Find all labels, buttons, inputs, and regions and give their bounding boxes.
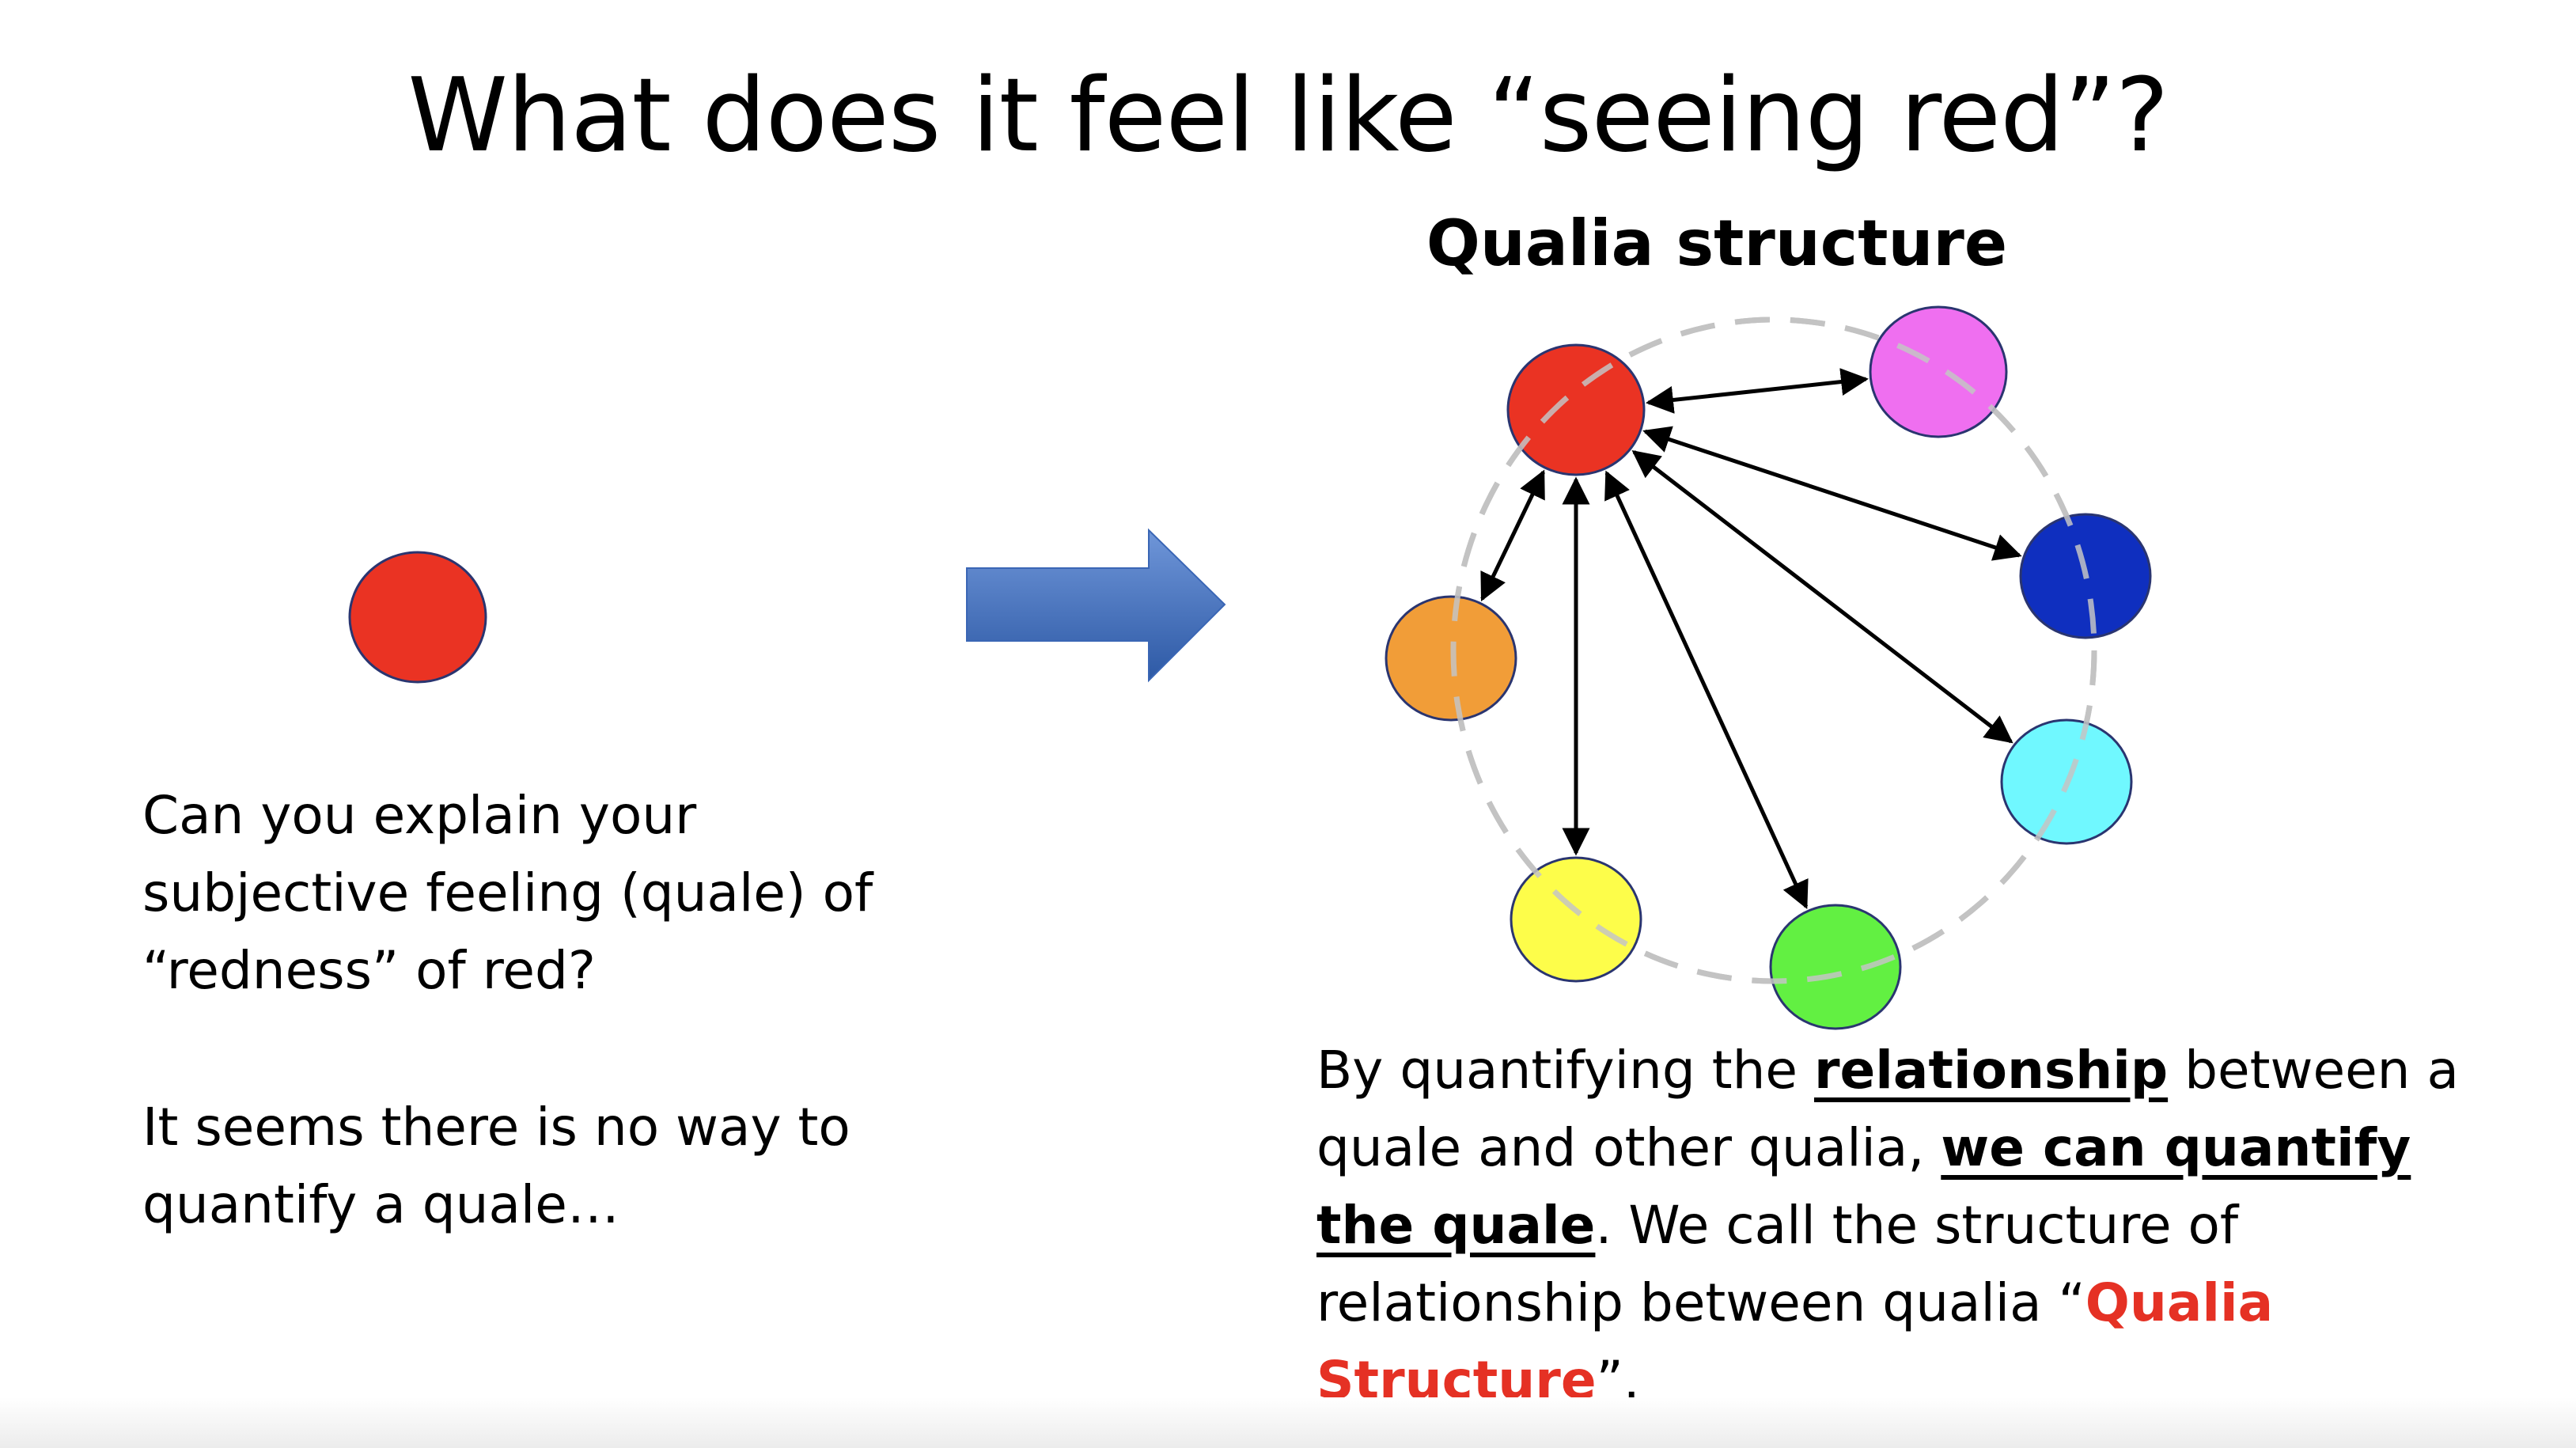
bottom-bar <box>0 1397 2576 1448</box>
yellow-quale <box>1510 856 1642 983</box>
diagram-title: Qualia structure <box>1426 207 2008 280</box>
relation-arrow-orange <box>1480 469 1545 602</box>
explanation-part2: between a quale and other qualia, <box>1316 1040 2459 1178</box>
magenta-quale <box>1869 305 2008 438</box>
relation-arrow-green <box>1604 470 1809 910</box>
relation-arrow-magenta <box>1646 368 1869 414</box>
green-quale <box>1769 904 1902 1030</box>
left-question: Can you explain your subjective feeling … <box>142 785 873 1001</box>
left-note: It seems there is no way to quantify a q… <box>142 1097 850 1235</box>
relation-arrow-blue <box>1642 426 2022 561</box>
quantify-emphasis: we can quantify the quale <box>1316 1117 2411 1256</box>
explanation-text: By quantifying the relationship between … <box>1316 1032 2487 1420</box>
relationship-emphasis: relationship <box>1814 1040 2169 1101</box>
relation-arrow-cyan <box>1631 450 2013 744</box>
qualia-nodes <box>1385 305 2152 1030</box>
slide-title: What does it feel like “seeing red”? <box>407 57 2169 175</box>
explanation-part1: By quantifying the <box>1316 1040 1814 1101</box>
relationship-arrows <box>1480 368 2022 910</box>
explanation-part3: . We call the structure of relationship … <box>1316 1195 2239 1333</box>
red-quale <box>1506 343 1646 476</box>
qualia-ring-overlay <box>1450 317 2097 984</box>
single-red-quale <box>348 551 487 684</box>
transition-arrow <box>966 528 1226 683</box>
